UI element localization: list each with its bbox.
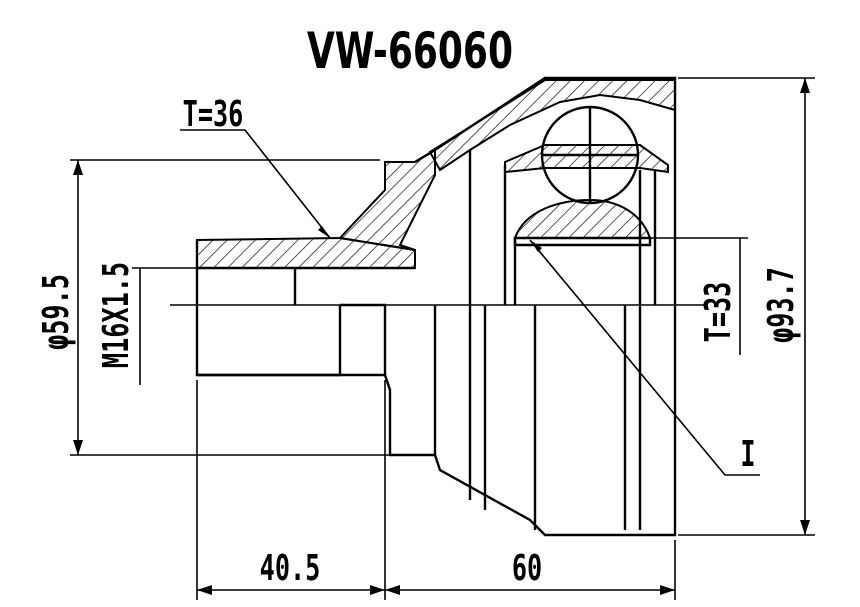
- length-stem-label: 40.5: [260, 548, 321, 590]
- section-hatching: [196, 79, 676, 269]
- marker-leader: [529, 239, 760, 476]
- outer-diameter-label: φ59.5: [36, 274, 78, 350]
- inner-race-section: [513, 198, 652, 239]
- cage-section: [504, 144, 669, 174]
- bell-outline: [414, 76, 677, 537]
- neck-section: [337, 148, 436, 251]
- spline-t-label: T=33: [698, 282, 740, 343]
- t36-label: T=36: [183, 94, 244, 136]
- drawing-title: VW-66060: [307, 23, 513, 80]
- arrowheads: [73, 78, 810, 595]
- bell-wall-section: [428, 79, 676, 172]
- shoulder-outline: [340, 303, 435, 457]
- length-body-label: 60: [512, 548, 542, 590]
- marker-label: I: [740, 434, 755, 476]
- t36-leader: [180, 129, 331, 239]
- housing-diameter-label: φ93.7: [761, 267, 803, 343]
- dimensions: [70, 77, 815, 600]
- thread-spec-label: M16X1.5: [96, 262, 138, 368]
